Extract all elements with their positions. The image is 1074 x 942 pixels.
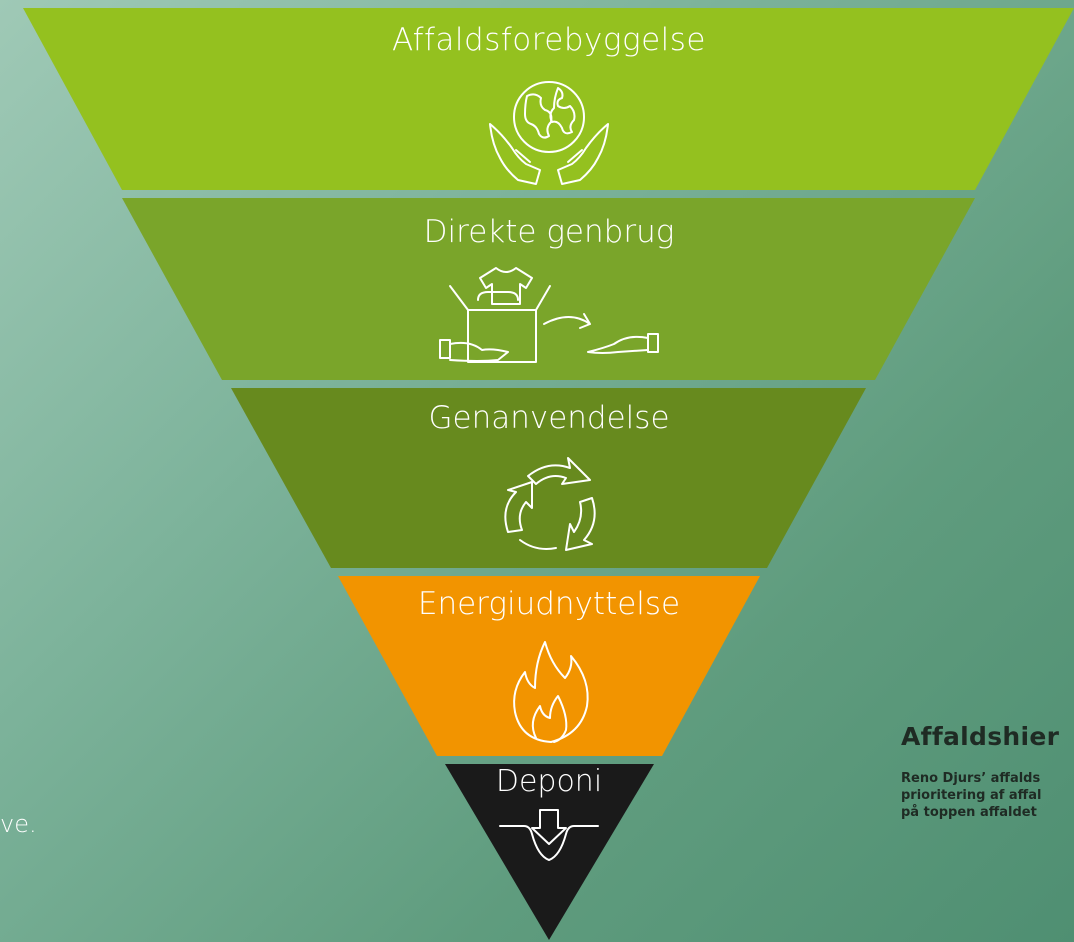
tier-energiudnyttelse [338, 576, 760, 756]
sidebar-text: Reno Djurs’ affalds prioritering af affa… [901, 770, 1041, 821]
left-text-fragment: ve. [0, 810, 37, 838]
tier-label-deponi: Deponi [495, 764, 603, 799]
tier-deponi [445, 764, 654, 940]
sidebar-line-1: Reno Djurs’ affalds [901, 771, 1041, 786]
tier-label-direkte-genbrug: Direkte genbrug [423, 214, 675, 250]
recycle-arrows-icon [504, 457, 596, 551]
box-handover-icon [439, 267, 659, 363]
tier-label-affaldsforebyggelse: Affaldsforebyggelse [391, 22, 707, 58]
tier-label-energiudnyttelse: Energiudnyttelse [417, 586, 681, 622]
sidebar-line-2: prioritering af affal [901, 788, 1042, 803]
tier-label-genanvendelse: Genanvendelse [428, 400, 670, 436]
globe-in-hands-icon [489, 81, 609, 185]
down-arrow-landfill-icon [499, 809, 599, 861]
flame-icon [513, 641, 589, 743]
sidebar-title: Affaldshier [901, 722, 1060, 751]
sidebar-line-3: på toppen affaldet [901, 805, 1037, 820]
tier-affaldsforebyggelse [23, 8, 1074, 190]
